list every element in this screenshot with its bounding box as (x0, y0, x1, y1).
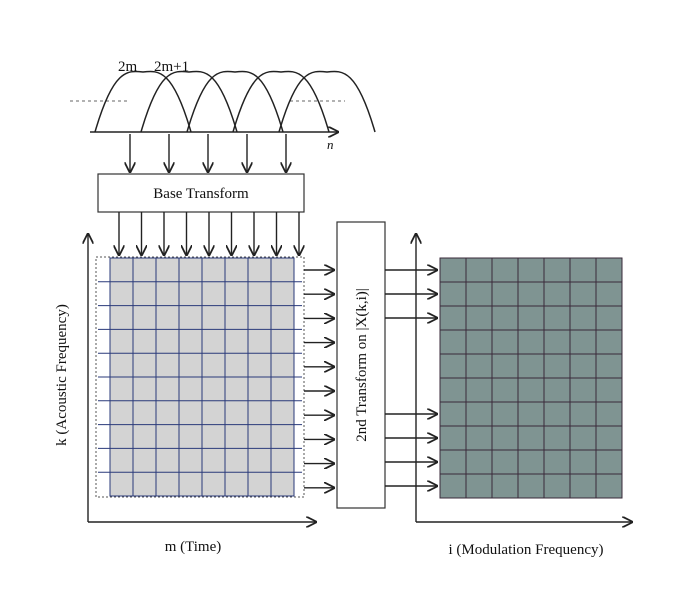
base-transform-block: Base Transform (97, 173, 305, 255)
modulation-spectrum-grid (439, 257, 623, 499)
x-axis-label-modulation: i (Modulation Frequency) (449, 542, 604, 558)
window-arch (186, 70, 284, 133)
window-down-arrows (130, 134, 286, 172)
second-transform-label: 2nd Transform on |X(k,i)| (354, 288, 370, 442)
window-arches (94, 70, 376, 133)
window-label-2m: 2m (118, 59, 138, 75)
second-transform-box (336, 221, 386, 509)
base-transform-box (97, 173, 305, 213)
left-grid-dashed-border (95, 256, 305, 498)
left-spectrogram-grid (98, 257, 302, 497)
window-arch (140, 70, 238, 133)
base-transform-output-arrows (119, 212, 299, 255)
x-axis-label-time: m (Time) (165, 539, 222, 555)
second-transform-output-arrows (385, 270, 437, 486)
window-label-2m-plus-1: 2m+1 (154, 59, 189, 75)
window-arch (278, 70, 376, 133)
window-arch (232, 70, 330, 133)
y-axis-label: k (Acoustic Frequency) (54, 304, 70, 446)
base-transform-label: Base Transform (153, 186, 249, 202)
second-transform-block: 2nd Transform on |X(k,i)| (336, 221, 386, 509)
grid-to-second-transform-arrows (304, 270, 334, 488)
n-axis-label: n (327, 137, 334, 152)
window-arch (94, 70, 192, 133)
analysis-windows: n 2m 2m+1 (70, 59, 376, 172)
